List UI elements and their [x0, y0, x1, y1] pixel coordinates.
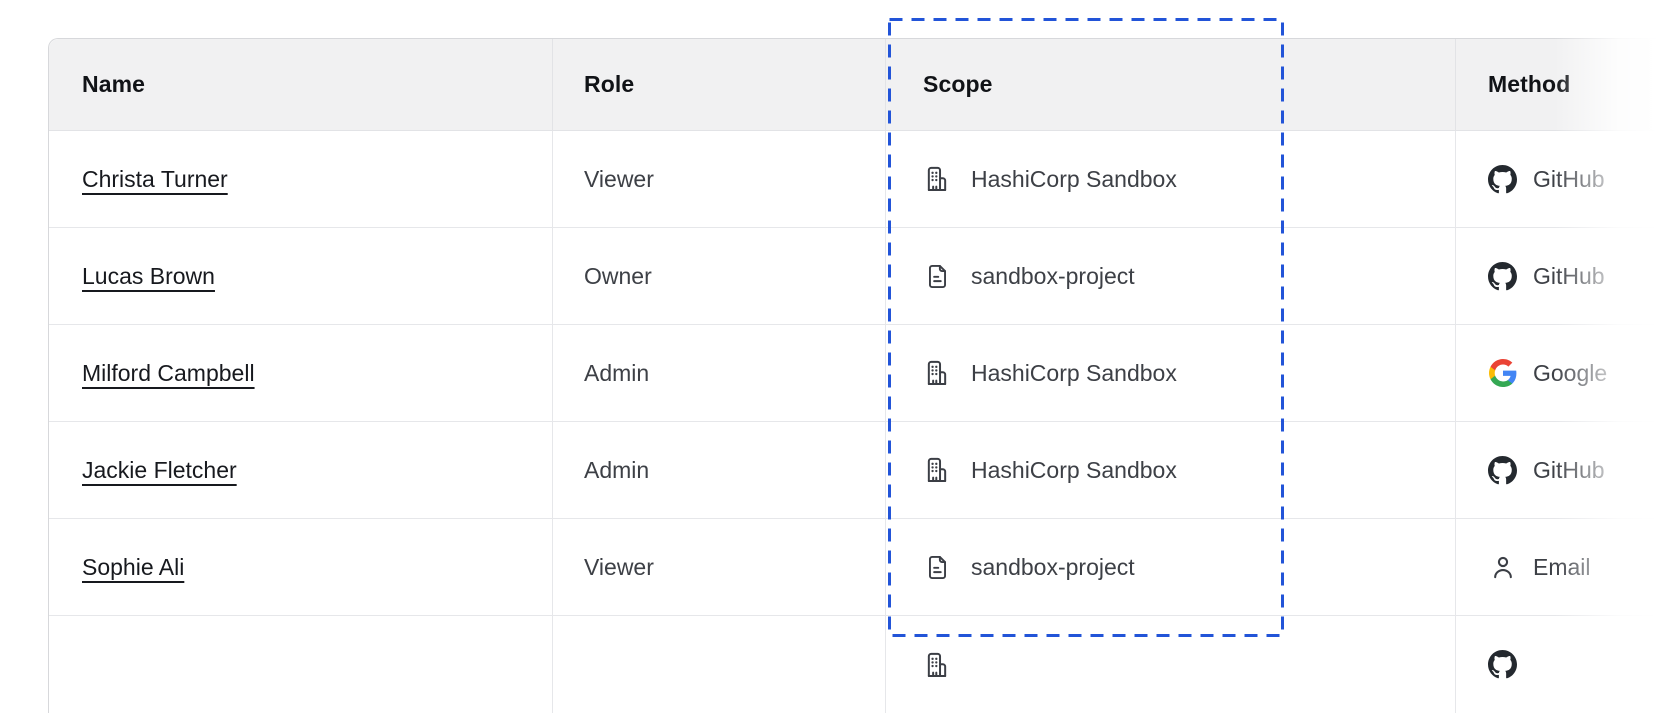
method-cell [1456, 616, 1672, 713]
method-cell: Google [1456, 325, 1672, 421]
role-value: Viewer [584, 165, 654, 192]
role-value: Viewer [584, 553, 654, 580]
column-header-label: Name [82, 71, 146, 97]
table-header-row: Name Role Scope Method [49, 39, 1672, 131]
building-icon [923, 359, 951, 387]
role-cell: Owner [553, 228, 886, 324]
name-cell: Jackie Fletcher [49, 422, 553, 518]
person-icon [1488, 553, 1517, 581]
file-text-icon [923, 554, 951, 581]
scope-cell [886, 616, 1456, 713]
github-icon [1488, 650, 1517, 679]
method-cell: GitHub [1456, 422, 1672, 518]
scope-cell: HashiCorp Sandbox [886, 131, 1456, 227]
role-value: Admin [584, 359, 650, 386]
name-cell: Christa Turner [49, 131, 553, 227]
method-cell: GitHub [1456, 228, 1672, 324]
name-cell [49, 616, 553, 713]
table-row: Jackie Fletcher Admin HashiCorp Sandbox … [49, 422, 1672, 519]
role-cell: Viewer [553, 519, 886, 615]
table-row-partial [49, 616, 1672, 713]
user-name-link[interactable]: Lucas Brown [82, 262, 215, 289]
column-header-method: Method [1456, 39, 1672, 130]
github-icon [1488, 261, 1517, 291]
table-row: Lucas Brown Owner sandbox-project GitHub [49, 228, 1672, 325]
scope-value: HashiCorp Sandbox [971, 359, 1177, 386]
method-value: GitHub [1533, 165, 1605, 192]
user-name-link[interactable]: Christa Turner [82, 165, 228, 192]
role-value: Admin [584, 456, 650, 483]
user-name-link[interactable]: Jackie Fletcher [82, 456, 237, 483]
column-header-role: Role [553, 39, 886, 130]
scope-cell: HashiCorp Sandbox [886, 325, 1456, 421]
table-row: Christa Turner Viewer HashiCorp Sandbox … [49, 131, 1672, 228]
scope-value: sandbox-project [971, 553, 1135, 580]
scope-cell: sandbox-project [886, 519, 1456, 615]
name-cell: Lucas Brown [49, 228, 553, 324]
name-cell: Milford Campbell [49, 325, 553, 421]
role-cell [553, 616, 886, 713]
file-text-icon [923, 263, 951, 290]
method-cell: GitHub [1456, 131, 1672, 227]
method-value: GitHub [1533, 262, 1605, 289]
method-value: Email [1533, 553, 1591, 580]
table-row: Milford Campbell Admin HashiCorp Sandbox… [49, 325, 1672, 422]
building-icon [923, 165, 951, 193]
column-header-label: Scope [923, 71, 993, 97]
method-cell: Email [1456, 519, 1672, 615]
scope-value: HashiCorp Sandbox [971, 456, 1177, 483]
role-cell: Admin [553, 422, 886, 518]
user-name-link[interactable]: Sophie Ali [82, 553, 185, 580]
scope-cell: HashiCorp Sandbox [886, 422, 1456, 518]
github-icon [1488, 164, 1517, 194]
role-cell: Admin [553, 325, 886, 421]
building-icon [923, 456, 951, 484]
google-icon [1488, 359, 1517, 387]
scope-cell: sandbox-project [886, 228, 1456, 324]
method-value: Google [1533, 359, 1608, 386]
column-header-label: Role [584, 71, 635, 97]
column-header-name: Name [49, 39, 553, 130]
user-name-link[interactable]: Milford Campbell [82, 359, 255, 386]
column-header-label: Method [1488, 71, 1571, 97]
github-icon [1488, 455, 1517, 485]
method-value: GitHub [1533, 456, 1605, 483]
role-value: Owner [584, 262, 652, 289]
scope-value: sandbox-project [971, 262, 1135, 289]
table-row: Sophie Ali Viewer sandbox-project Email [49, 519, 1672, 616]
name-cell: Sophie Ali [49, 519, 553, 615]
building-icon [923, 651, 951, 679]
users-table: Name Role Scope Method Christa Turner Vi… [48, 38, 1672, 713]
role-cell: Viewer [553, 131, 886, 227]
scope-value: HashiCorp Sandbox [971, 165, 1177, 192]
column-header-scope: Scope [886, 39, 1456, 130]
